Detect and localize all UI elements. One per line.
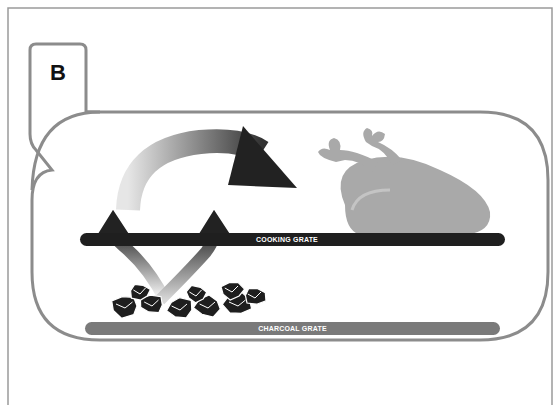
page-frame xyxy=(8,8,552,405)
coal-crack xyxy=(248,292,261,298)
section-tab: B xyxy=(30,44,86,102)
coal-lump xyxy=(221,283,245,300)
coal-crack xyxy=(172,304,187,310)
capsule-outline xyxy=(30,44,548,340)
coal-lump xyxy=(131,284,151,300)
cooking-grate-band: COOKING GRATE xyxy=(80,233,505,246)
coal-crack xyxy=(229,300,246,306)
section-letter: B xyxy=(50,62,66,84)
arrow-head xyxy=(228,126,297,188)
coal-crack xyxy=(225,286,238,292)
coal-lump xyxy=(186,286,207,303)
tab-joint xyxy=(32,112,100,190)
coal-crack xyxy=(200,302,215,308)
grate-label: COOKING GRATE xyxy=(256,236,318,243)
charcoal-grate-band: CHARCOAL GRATE xyxy=(85,322,500,335)
chicken-figure xyxy=(318,128,490,235)
coal-lump xyxy=(112,297,137,319)
charcoal-pile xyxy=(112,283,266,319)
coal-crack xyxy=(144,300,158,306)
coal-crack xyxy=(116,302,133,308)
coal-lump xyxy=(245,289,266,305)
coal-lump xyxy=(167,298,192,318)
coal-crack xyxy=(133,288,145,294)
coal-crack xyxy=(189,290,201,296)
grate-label: CHARCOAL GRATE xyxy=(258,325,327,332)
